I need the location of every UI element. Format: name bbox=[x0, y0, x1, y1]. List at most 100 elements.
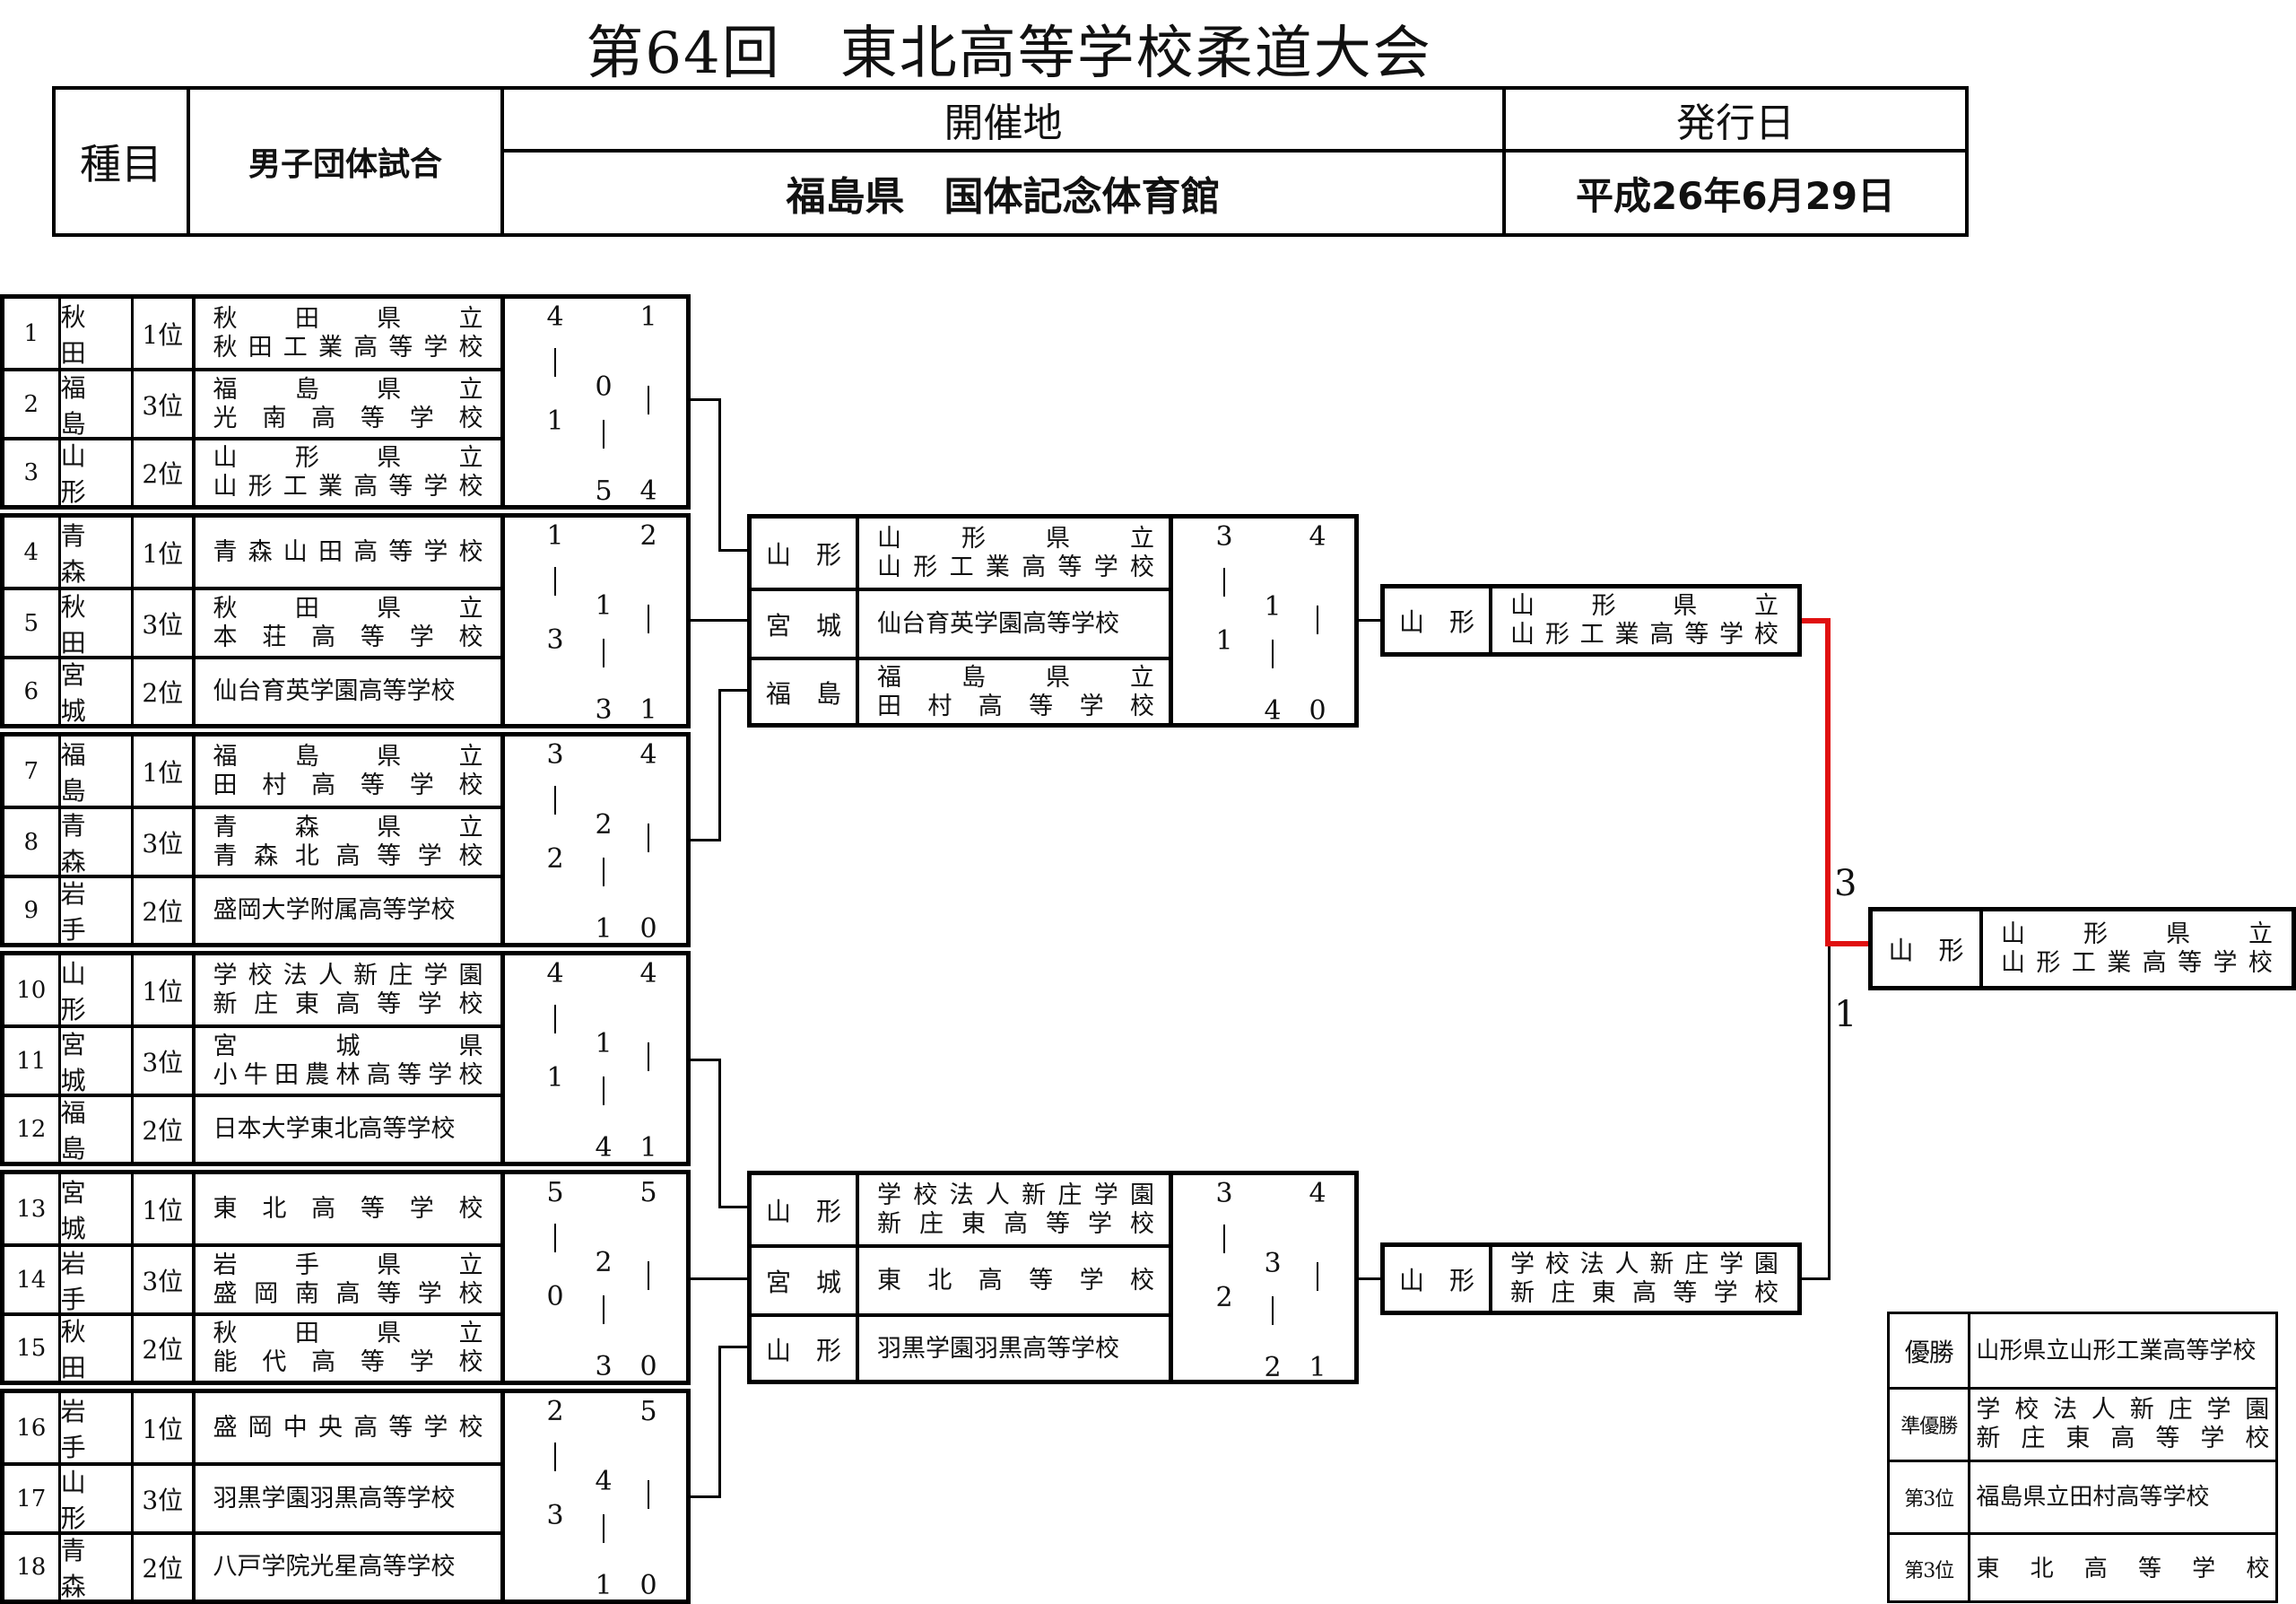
school-char: 学 bbox=[1509, 1250, 1535, 1278]
school-char: 工 bbox=[949, 553, 974, 581]
school-char: 県 bbox=[377, 1251, 402, 1279]
semi-score-divider bbox=[1169, 519, 1173, 723]
score: 2 bbox=[595, 809, 613, 841]
school-char: 立 bbox=[1753, 591, 1779, 620]
school-line: 福島県立 bbox=[213, 743, 483, 771]
score: 2 bbox=[1215, 1282, 1233, 1313]
bracket-line bbox=[718, 549, 748, 552]
semi-prefecture: 宮 城 bbox=[765, 610, 841, 641]
entry-rank: 3位 bbox=[130, 809, 192, 875]
finalist-block: 山 形山形県立山形工業高等学校 bbox=[1380, 584, 1802, 657]
school-char: 園 bbox=[458, 961, 483, 989]
school-char: 県 bbox=[1046, 663, 1070, 692]
school-name: 盛岡中央高等学校 bbox=[196, 1393, 501, 1462]
school-char: 校 bbox=[458, 771, 483, 799]
entry-prefecture: 山 形 bbox=[57, 440, 131, 507]
result-label: 準優勝 bbox=[1900, 1416, 1958, 1438]
school-char: 秋 bbox=[213, 594, 238, 623]
school-char: 山 bbox=[213, 444, 238, 472]
score: 1 bbox=[595, 1028, 613, 1059]
semi-row: 山 形羽黒学園羽黒高等学校 bbox=[752, 1313, 1173, 1381]
entry-number: 3 bbox=[23, 459, 39, 486]
score: 2 bbox=[546, 1396, 564, 1427]
school-name: 羽黒学園羽黒高等学校 bbox=[859, 1317, 1172, 1381]
school-char: 学 bbox=[423, 473, 448, 501]
score-separator bbox=[1317, 1262, 1318, 1291]
entry-prefecture: 青 森 bbox=[57, 809, 131, 876]
score: 4 bbox=[1264, 695, 1282, 727]
school-char: 立 bbox=[458, 1251, 483, 1279]
school-char: 工 bbox=[2071, 948, 2096, 977]
school-line: 学校法人新庄学園 bbox=[1510, 1251, 1779, 1279]
entry-number: 8 bbox=[23, 828, 39, 856]
entry-school-wrap: 学校法人新庄学園新庄東高等学校 bbox=[191, 955, 502, 1024]
league-score-divider bbox=[500, 737, 505, 943]
school-char: 校 bbox=[458, 989, 483, 1018]
school-char: 形 bbox=[913, 553, 938, 581]
school-char: 高 bbox=[1022, 553, 1047, 581]
school-char: 高 bbox=[335, 841, 361, 870]
final-score-upper: 3 bbox=[1834, 863, 1857, 904]
school-char: 校 bbox=[913, 1181, 938, 1209]
school-char: 県 bbox=[377, 1320, 402, 1347]
score: 2 bbox=[639, 520, 657, 552]
school-char: 学 bbox=[417, 989, 442, 1018]
entry-school-wrap: 盛岡中央高等学校 bbox=[191, 1393, 502, 1462]
semi-school-wrap: 羽黒学園羽黒高等学校 bbox=[856, 1317, 1173, 1381]
school-name: 学校法人新庄学園新庄東高等学校 bbox=[196, 955, 501, 1024]
school-char: 学 bbox=[1093, 553, 1118, 581]
entry-rank: 1位 bbox=[130, 737, 192, 806]
school-char: 業 bbox=[985, 553, 1010, 581]
school-char: 県 bbox=[377, 594, 402, 623]
result-row: 優勝山形県立山形工業高等学校 bbox=[1890, 1314, 2275, 1387]
score-separator bbox=[603, 858, 604, 886]
school-char: 学 bbox=[1713, 1278, 1738, 1307]
school-char: 青 bbox=[213, 841, 238, 870]
school-line: 青森山田高等学校 bbox=[213, 538, 483, 567]
result-char: 等 bbox=[2155, 1425, 2180, 1452]
bracket-line bbox=[691, 1059, 721, 1061]
school-char: 島 bbox=[294, 375, 319, 404]
bracket-line bbox=[718, 1206, 748, 1208]
school-char: 等 bbox=[388, 333, 413, 362]
score-separator bbox=[603, 420, 604, 449]
school-char: 田 bbox=[294, 1320, 319, 1347]
school-char: 庄 bbox=[919, 1209, 944, 1238]
school-char: 校 bbox=[248, 961, 273, 989]
school-line: 盛岡南高等学校 bbox=[213, 1280, 483, 1309]
venue-label: 開催地 bbox=[500, 86, 1506, 153]
score: 1 bbox=[546, 520, 564, 552]
school-char: 等 bbox=[360, 1348, 385, 1376]
result-char: 園 bbox=[2245, 1396, 2270, 1424]
score-separator bbox=[603, 1514, 604, 1543]
school-char: 岡 bbox=[254, 1279, 279, 1308]
school-line: 東北高等学校 bbox=[877, 1267, 1154, 1295]
result-char: 東 bbox=[1976, 1555, 2000, 1582]
entry-rank: 1位 bbox=[130, 299, 192, 368]
school-char: 形 bbox=[961, 524, 986, 553]
school-char: 荘 bbox=[262, 623, 287, 651]
bracket-line bbox=[718, 1346, 748, 1348]
league-score-divider bbox=[500, 518, 505, 724]
school-line: 秋田工業高等学校 bbox=[213, 334, 483, 362]
school-char: 校 bbox=[1129, 553, 1154, 581]
school-char: 等 bbox=[377, 1279, 402, 1308]
school-char: 森 bbox=[254, 841, 279, 870]
score: 4 bbox=[595, 1132, 613, 1164]
page-title: 第64回 東北高等学校柔道大会 bbox=[586, 21, 1432, 87]
school-char: 学 bbox=[409, 1194, 434, 1223]
bracket-line bbox=[691, 398, 721, 401]
school-char: 高 bbox=[1631, 1278, 1657, 1307]
entry-school-wrap: 秋田県立秋田工業高等学校 bbox=[191, 299, 502, 368]
entry-school-wrap: 青森県立青森北高等学校 bbox=[191, 809, 502, 875]
school-char: 高 bbox=[335, 1279, 361, 1308]
school-char: 業 bbox=[317, 473, 343, 501]
